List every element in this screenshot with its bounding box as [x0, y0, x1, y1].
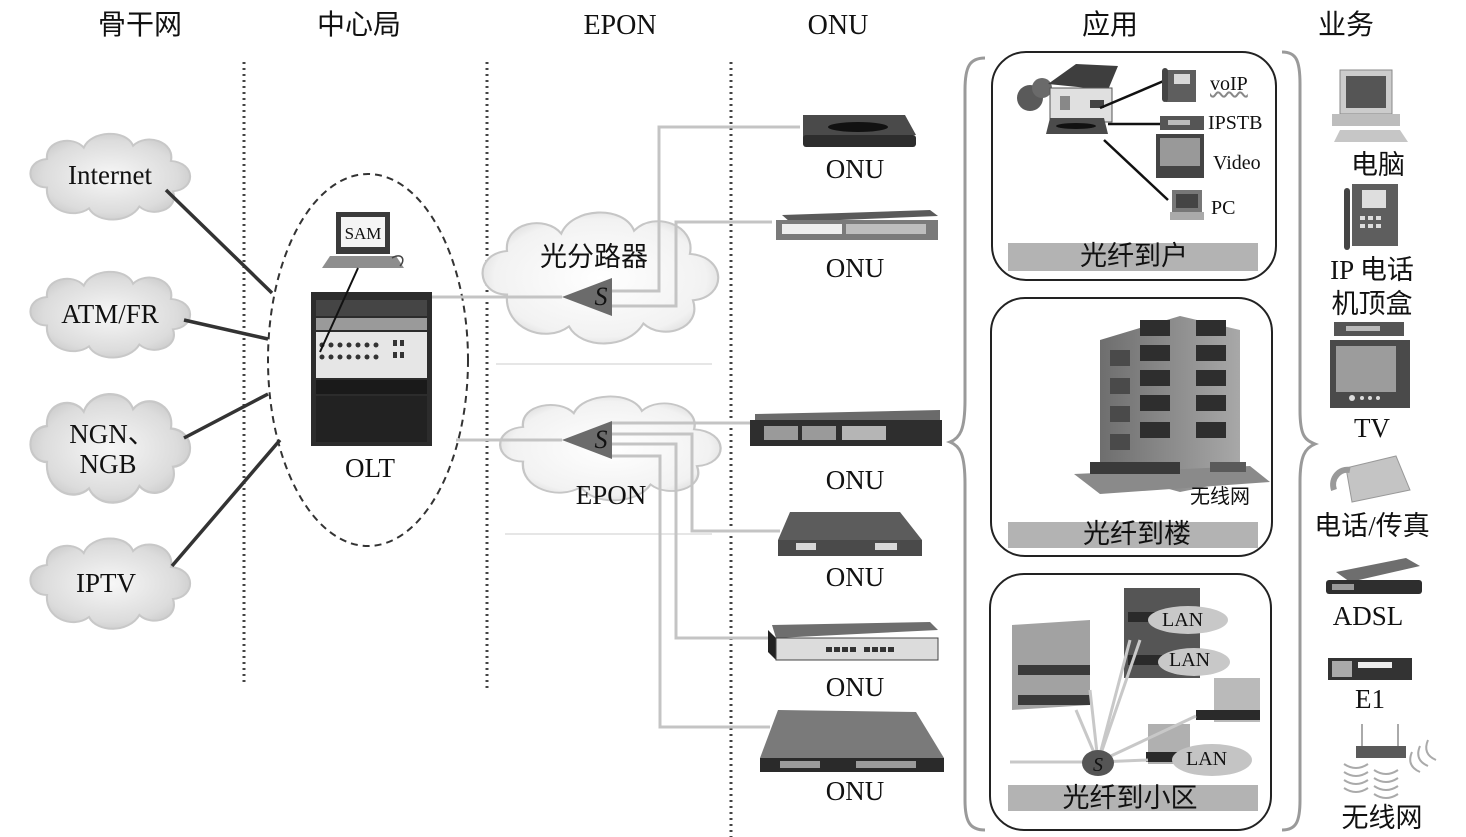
ipstb-icon: [1160, 116, 1204, 130]
backbone-label-ngb: NGB: [79, 449, 137, 479]
link-house-voip: [1099, 78, 1167, 110]
onu-modem-icon: [803, 115, 916, 147]
ftth-item-pc: PC: [1211, 197, 1236, 219]
link-atm-olt: [183, 318, 269, 341]
service-label-computer: 电脑: [1351, 150, 1405, 180]
onu-label-3: ONU: [825, 465, 885, 495]
onu-label-5: ONU: [825, 672, 885, 702]
app-box-fttz: [989, 573, 1272, 831]
backbone-label-atm-fr: ATM/FR: [61, 299, 159, 329]
ip-phone-icon: [1344, 184, 1398, 250]
fiber-s2-onu6: [612, 454, 770, 729]
app-box-fttH: [991, 51, 1277, 281]
splitter-label-lower: EPON: [575, 480, 647, 510]
splitter-label-upper: 光分路器: [540, 242, 648, 272]
fttz-link-d: [1096, 639, 1142, 763]
sam-terminal-icon: [322, 212, 404, 268]
column-header-onu: ONU: [807, 10, 869, 41]
fttz-splitter-symbol: S: [1093, 754, 1103, 776]
onu-rack-router-icon: [750, 410, 942, 446]
telephone-icon: [1330, 455, 1411, 503]
onu-label-2: ONU: [825, 253, 885, 283]
splitter-cloud-upper: [481, 211, 720, 345]
left-brace: [945, 56, 986, 832]
splitter-lower-icon: [562, 421, 612, 459]
sam-label: SAM: [345, 224, 382, 243]
link-house-pc: [1103, 139, 1169, 201]
app-box-fttb: [990, 297, 1273, 557]
ftth-item-voip: voIP: [1210, 73, 1248, 95]
column-header-epon: EPON: [583, 10, 657, 41]
ftth-item-video: Video: [1213, 152, 1261, 174]
backbone-label-ngn: NGN、: [69, 419, 155, 449]
fttz-link-e: [1097, 714, 1197, 764]
fiber-s2-onu4: [612, 432, 780, 533]
service-label-wireless: 无线网: [1341, 803, 1423, 833]
adsl-modem-icon: [1326, 558, 1422, 594]
fttz-item-lan-2: LAN: [1169, 649, 1211, 671]
column-header-service: 业务: [1317, 10, 1375, 41]
wireless-router-icon: [1343, 724, 1437, 799]
service-label-phone-fax: 电话/传真: [1314, 511, 1430, 541]
fttz-splitter-icon: [1082, 750, 1114, 776]
splitter-upper-icon: [562, 278, 612, 316]
office-building-icon: [1074, 316, 1270, 494]
fttz-link-c: [1096, 639, 1132, 763]
olt-label: OLT: [344, 453, 396, 483]
link-iptv-olt: [170, 438, 282, 568]
onu-label-1: ONU: [825, 154, 885, 184]
fttz-item-lan-1: LAN: [1162, 609, 1204, 631]
link-ngn-olt: [183, 392, 269, 440]
fttz-item-lan-3: LAN: [1186, 748, 1228, 770]
right-brace: [1281, 50, 1320, 832]
video-tv-icon: [1156, 134, 1204, 178]
backbone-label-internet: Internet: [68, 160, 152, 190]
television-icon: [1330, 340, 1410, 408]
band-fttz: [1008, 785, 1258, 811]
house-icon: [1017, 64, 1118, 134]
onu-ethernet-switch-icon: [768, 622, 939, 661]
service-label-adsl: ADSL: [1332, 601, 1404, 631]
onu-label-6: ONU: [825, 776, 885, 806]
app-title-fttz: 光纤到小区: [1062, 783, 1198, 813]
desktop-computer-icon: [1332, 69, 1408, 142]
link-internet-olt: [164, 188, 274, 295]
splitter-upper-symbol: S: [595, 282, 608, 311]
fiber-s2-onu5: [612, 442, 768, 640]
e1-device-icon: [1328, 658, 1412, 680]
app-title-ftth: 光纤到户: [1080, 241, 1188, 271]
backbone-label-iptv: IPTV: [76, 568, 136, 598]
column-header-application: 应用: [1081, 10, 1139, 41]
fiber-s1-onu2: [612, 220, 772, 308]
fiber-s1-onu1: [612, 125, 800, 293]
app-title-fttb: 光纤到楼: [1083, 519, 1191, 549]
residential-buildings-icon: [1012, 588, 1260, 776]
olt-chassis-icon: [311, 267, 432, 446]
service-label-set-top-box: 机顶盒: [1331, 289, 1413, 319]
onu-desktop-box-icon: [778, 512, 922, 556]
ftth-item-ipstb: IPSTB: [1208, 112, 1263, 134]
fttb-item-wireless: 无线网: [1190, 486, 1250, 508]
band-fttb: [1008, 522, 1258, 548]
onu-rack-switch-icon: [776, 210, 938, 240]
service-label-tv: TV: [1354, 413, 1390, 443]
voip-phone-icon: [1162, 68, 1196, 102]
onu-flat-box-icon: [760, 710, 944, 772]
pc-icon: [1170, 190, 1204, 220]
service-label-e1: E1: [1355, 684, 1385, 714]
splitter-lower-symbol: S: [595, 425, 608, 454]
set-top-box-icon: [1334, 322, 1404, 336]
central-office-boundary: [267, 173, 469, 547]
service-label-ip-phone: IP 电话: [1330, 255, 1414, 285]
band-ftth: [1008, 243, 1258, 271]
onu-label-4: ONU: [825, 562, 885, 592]
column-header-backbone: 骨干网: [97, 10, 183, 41]
fttz-link-b: [1088, 689, 1100, 763]
column-header-central-office: 中心局: [316, 10, 402, 41]
